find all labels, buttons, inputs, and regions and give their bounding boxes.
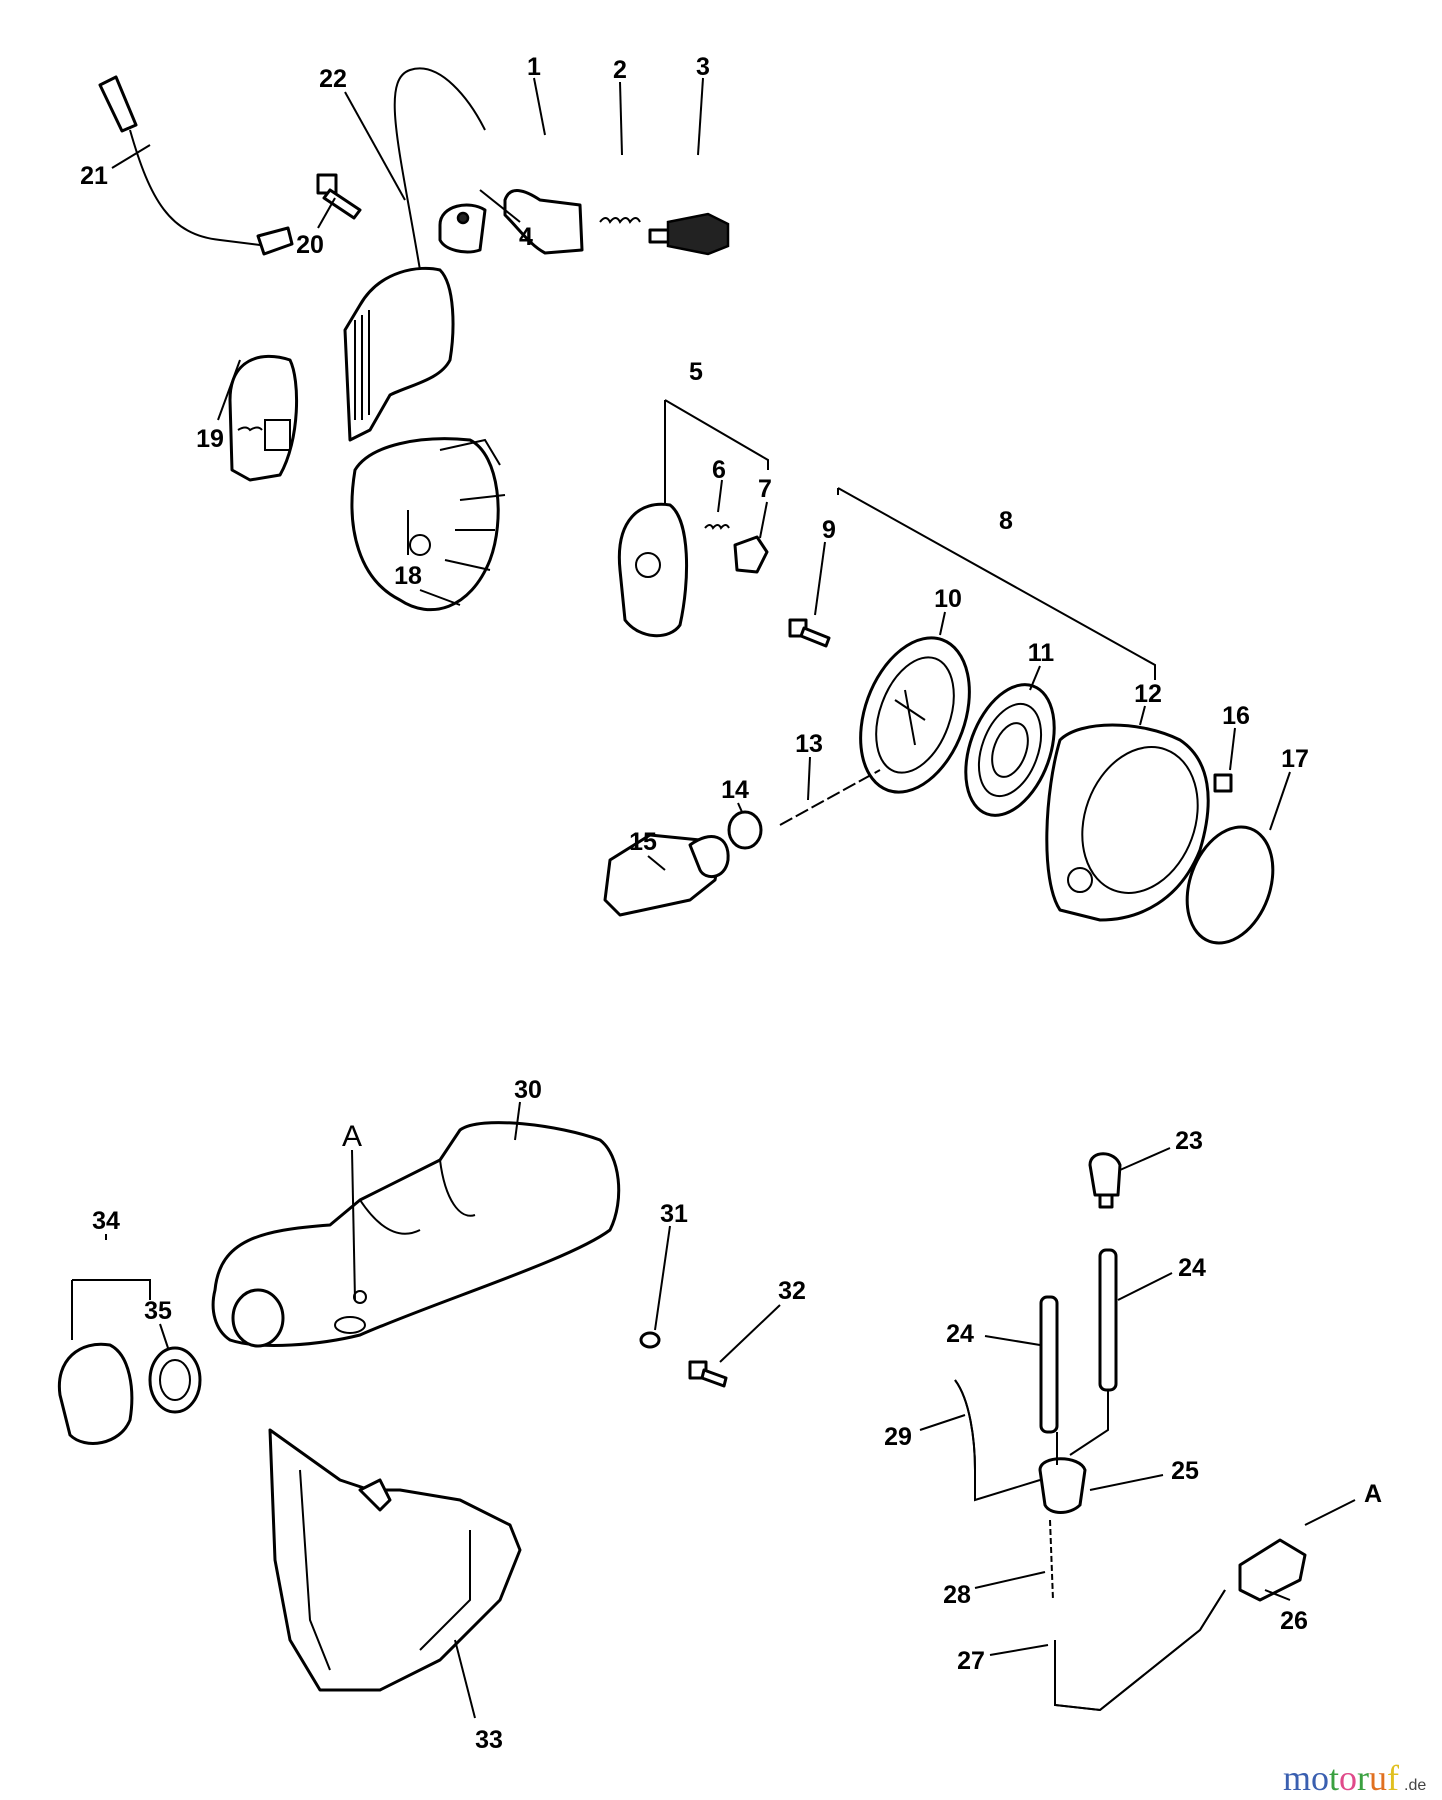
part-31-washer [639, 1331, 661, 1349]
logo-letter: o [1339, 1758, 1357, 1798]
part-16-screw [1213, 773, 1233, 793]
callout-18: 18 [394, 562, 422, 590]
part-23-fuel-filter [1088, 1152, 1122, 1209]
part-32-bolt [688, 1360, 728, 1388]
part-17-o-ring [1185, 825, 1275, 945]
callout-17: 17 [1281, 745, 1309, 773]
callout-labels: 1 2 3 22 21 20 4 19 18 5 6 7 9 8 10 11 1… [80, 53, 1382, 1754]
callout-1: 1 [527, 53, 541, 81]
part-26-primer [1238, 1538, 1307, 1602]
callout-20: 20 [296, 231, 324, 259]
part-9-screw [788, 618, 831, 648]
callout-10: 10 [934, 585, 962, 613]
logo-letter: m [1283, 1758, 1311, 1798]
part-25-grommet [1038, 1457, 1087, 1514]
callout-9: 9 [822, 516, 836, 544]
logo-letter: u [1369, 1758, 1387, 1798]
part-29-vent-tube [954, 1379, 976, 1471]
callout-14: 14 [721, 776, 749, 804]
callout-26: 26 [1280, 1607, 1308, 1635]
part-24-fuel-tube [1039, 1248, 1118, 1434]
callout-6: 6 [712, 456, 726, 484]
callout-7: 7 [758, 475, 772, 503]
part-6-spring [704, 524, 730, 530]
callout-3: 3 [696, 53, 710, 81]
part-7-pawl [733, 535, 769, 574]
callout-4: 4 [519, 223, 533, 251]
callout-25: 25 [1171, 1457, 1199, 1485]
leader-lines [71, 77, 1356, 1719]
part-22-ignition-coil [343, 67, 486, 442]
callout-16: 16 [1222, 702, 1250, 730]
part-18-flywheel [350, 437, 506, 612]
part-4-coil-cap [438, 203, 487, 254]
part-20-bolt [316, 173, 362, 220]
part-10-pulley [859, 636, 971, 794]
callout-34: 34 [92, 1207, 120, 1235]
part-2-spring [599, 217, 641, 224]
callout-28: 28 [943, 1581, 971, 1609]
callout-23: 23 [1175, 1127, 1203, 1155]
callout-22: 22 [319, 65, 347, 93]
part-34-fuel-cap [57, 1342, 134, 1445]
motoruf-logo: motoruf .de [1283, 1758, 1426, 1798]
logo-suffix: .de [1404, 1777, 1426, 1794]
logo-letter: t [1329, 1758, 1339, 1798]
callout-13: 13 [795, 730, 823, 758]
part-21-ground-wire [98, 75, 294, 256]
callout-33: 33 [475, 1726, 503, 1754]
callout-31: 31 [660, 1200, 688, 1228]
callout-5: 5 [689, 358, 703, 386]
callout-ref-a-line: A [1364, 1480, 1382, 1508]
callout-12: 12 [1134, 680, 1162, 708]
part-5-clutch-assembly [617, 502, 689, 638]
callout-15: 15 [629, 828, 657, 856]
part-14-rope-guide [727, 810, 763, 850]
part-1-spark-plug-boot [503, 189, 584, 255]
callout-2: 2 [613, 56, 627, 84]
logo-letter: f [1387, 1758, 1399, 1798]
part-13-rope [779, 769, 881, 826]
part-12-starter-housing [1045, 723, 1210, 922]
part-27-fuel-line [1054, 1589, 1226, 1712]
callout-11: 11 [1028, 639, 1055, 667]
callout-30: 30 [514, 1076, 542, 1104]
part-19-clutch-shoe [228, 354, 299, 482]
callout-21: 21 [80, 162, 108, 190]
callout-24-left: 24 [946, 1320, 974, 1348]
part-28-pin [1049, 1519, 1054, 1601]
part-3-spark-plug [648, 212, 730, 256]
logo-letter: r [1357, 1758, 1369, 1798]
part-35-gasket [148, 1346, 202, 1414]
svg-text:motoruf: motoruf [1283, 1758, 1399, 1798]
logo-letter: o [1311, 1758, 1329, 1798]
part-15-starter-handle [603, 833, 730, 917]
callout-27: 27 [957, 1647, 985, 1675]
callout-ref-a-tank: A [342, 1120, 362, 1153]
callout-24-right: 24 [1178, 1254, 1206, 1282]
part-33-tank-bracket [268, 1428, 522, 1692]
callout-35: 35 [144, 1297, 172, 1325]
part-30-fuel-tank [211, 1121, 621, 1348]
callout-29: 29 [884, 1423, 912, 1451]
callout-32: 32 [778, 1277, 806, 1305]
callout-8: 8 [999, 507, 1013, 535]
part-11-recoil-spring [964, 683, 1056, 817]
callout-19: 19 [196, 425, 224, 453]
